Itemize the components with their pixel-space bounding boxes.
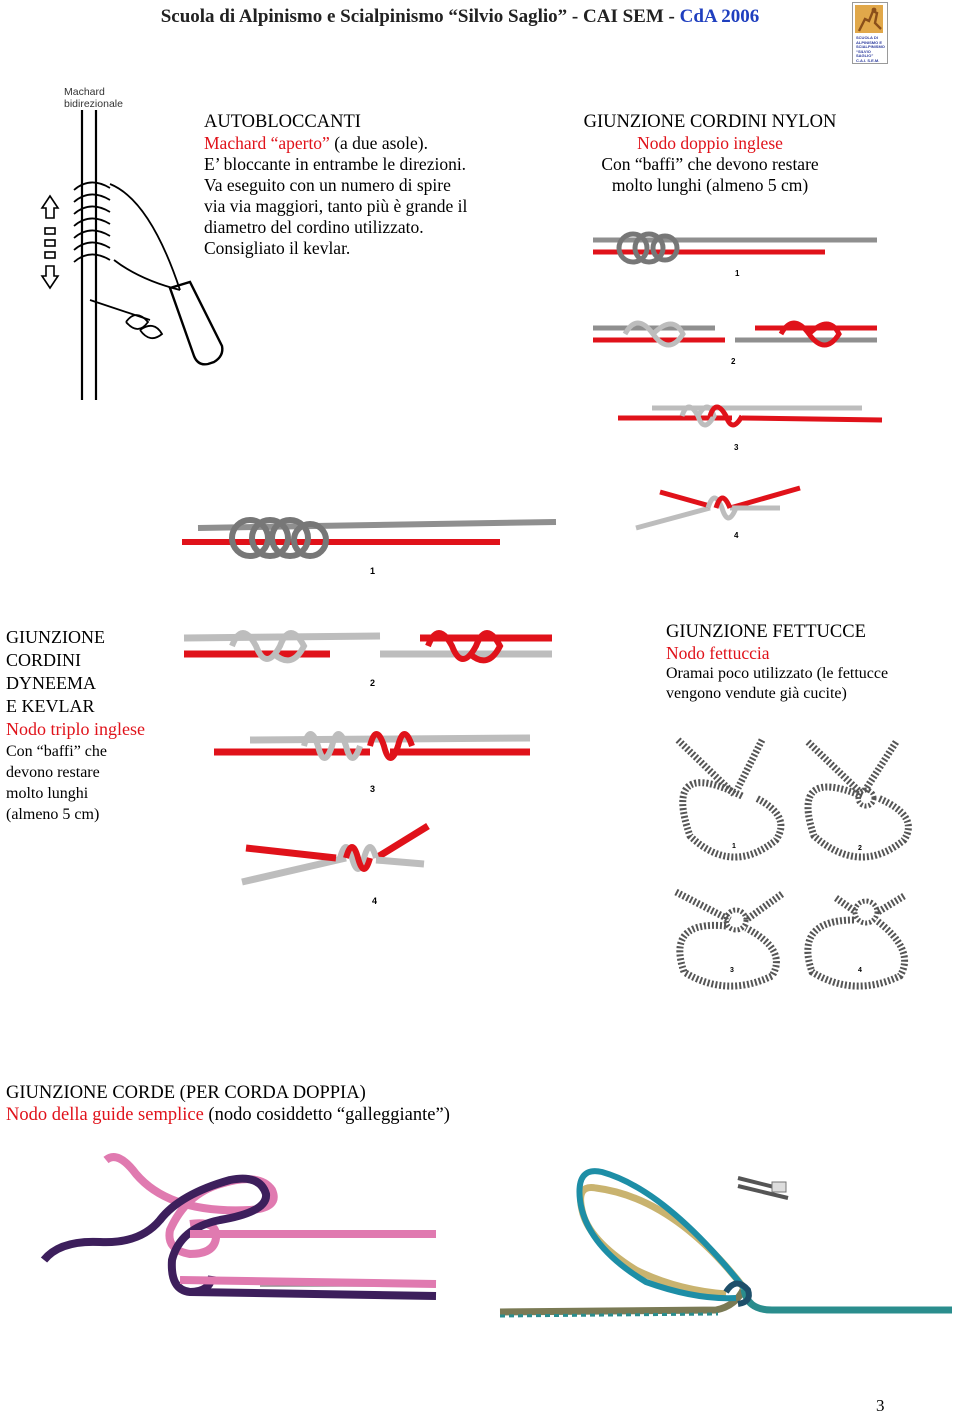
dyneema-line: molto lunghi: [6, 785, 89, 802]
nylon-title: GIUNZIONE CORDINI NYLON: [583, 112, 837, 132]
step-label: 2: [858, 845, 862, 852]
step-label: 2: [731, 357, 736, 366]
dyneema-line: Con “baffi” che: [6, 743, 107, 760]
fettucce-step-4: 4: [804, 893, 908, 990]
dyneema-line: (almeno 5 cm): [6, 806, 100, 823]
dyneema-step-1: 1: [182, 517, 557, 576]
dyneema-title: E KEVLAR: [6, 696, 95, 716]
nylon-step-3: 3: [618, 404, 883, 452]
carabiner: [168, 280, 224, 366]
machard-coils: [73, 181, 181, 340]
machard-line: Va eseguito con un numero di spire: [204, 175, 451, 195]
fettucce-line: Oramai poco utilizzato (le fettucce: [666, 665, 889, 682]
dyneema-text-block: GIUNZIONE CORDINI DYNEEMA E KEVLAR Nodo …: [6, 626, 145, 825]
dyneema-line: devono restare: [6, 764, 100, 781]
nylon-step-2: 2: [593, 320, 877, 366]
corde-text-block: GIUNZIONE CORDE (PER CORDA DOPPIA) Nodo …: [6, 1082, 450, 1126]
nylon-text-block: GIUNZIONE CORDINI NYLON Nodo doppio ingl…: [540, 112, 880, 196]
dyneema-step-3: 3: [214, 731, 531, 794]
dyneema-knot-name: Nodo triplo inglese: [6, 719, 145, 739]
step-label: 1: [732, 843, 736, 850]
step-label: 4: [858, 967, 862, 974]
header-title: Scuola di Alpinismo e Scialpinismo “Silv…: [160, 6, 680, 27]
corde-knot-line: Nodo della guide semplice (nodo cosiddet…: [6, 1105, 450, 1125]
fettucce-text-block: GIUNZIONE FETTUCCE Nodo fettuccia Oramai…: [666, 622, 888, 704]
guide-knot-drawing: [40, 1153, 437, 1300]
step-label: 1: [370, 566, 375, 576]
nylon-step-1: 1: [593, 231, 877, 278]
machard-line: E’ bloccante in entrambe le direzioni.: [204, 154, 467, 174]
machard-line: via via maggiori, tanto più è grande il: [204, 196, 468, 216]
dyneema-step-2: 2: [183, 630, 552, 688]
step-label: 2: [370, 678, 375, 688]
fettucce-step-3: 3: [674, 888, 785, 990]
direction-arrows: [40, 194, 60, 290]
machard-line: Consigliato il kevlar.: [204, 238, 351, 258]
step-label: 4: [734, 531, 739, 540]
dyneema-step-4: 4: [241, 823, 430, 906]
dyneema-title: CORDINI: [6, 650, 81, 670]
step-label: 3: [734, 443, 739, 452]
corde-title: GIUNZIONE CORDE (PER CORDA DOPPIA): [6, 1083, 366, 1103]
fettucce-line: vengono vendute già cucite): [666, 685, 847, 702]
machard-text-block: AUTOBLOCCANTI Machard “aperto” (a due as…: [204, 112, 467, 259]
nylon-step-4: 4: [635, 485, 801, 540]
guide-knot-photo: [499, 1168, 952, 1318]
fettucce-step-2: 2: [804, 739, 912, 861]
fettucce-title: GIUNZIONE FETTUCCE: [666, 622, 866, 642]
page-header: Scuola di Alpinismo e Scialpinismo “Silv…: [60, 6, 860, 28]
step-label: 4: [372, 896, 377, 906]
step-label: 3: [730, 967, 734, 974]
nylon-line: molto lunghi (almeno 5 cm): [611, 175, 809, 195]
machard-title: AUTOBLOCCANTI: [204, 112, 361, 132]
fettucce-knot-name: Nodo fettuccia: [666, 643, 770, 663]
step-label: 1: [735, 269, 740, 278]
machard-knot-illustration: [40, 110, 224, 400]
machard-line: diametro del cordino utilizzato.: [204, 217, 424, 237]
page-number: 3: [876, 1396, 885, 1415]
dyneema-title: GIUNZIONE: [6, 627, 105, 647]
machard-subtitle: Machard “aperto” (a due asole).: [204, 133, 428, 153]
nylon-line: Con “baffi” che devono restare: [601, 154, 819, 174]
nylon-knot-name: Nodo doppio inglese: [637, 133, 783, 153]
dyneema-title: DYNEEMA: [6, 673, 96, 693]
header-course: CdA 2006: [679, 6, 760, 27]
step-label: 3: [370, 784, 375, 794]
fettucce-step-1: 1: [675, 737, 785, 861]
logo-climber-image: [855, 5, 883, 33]
